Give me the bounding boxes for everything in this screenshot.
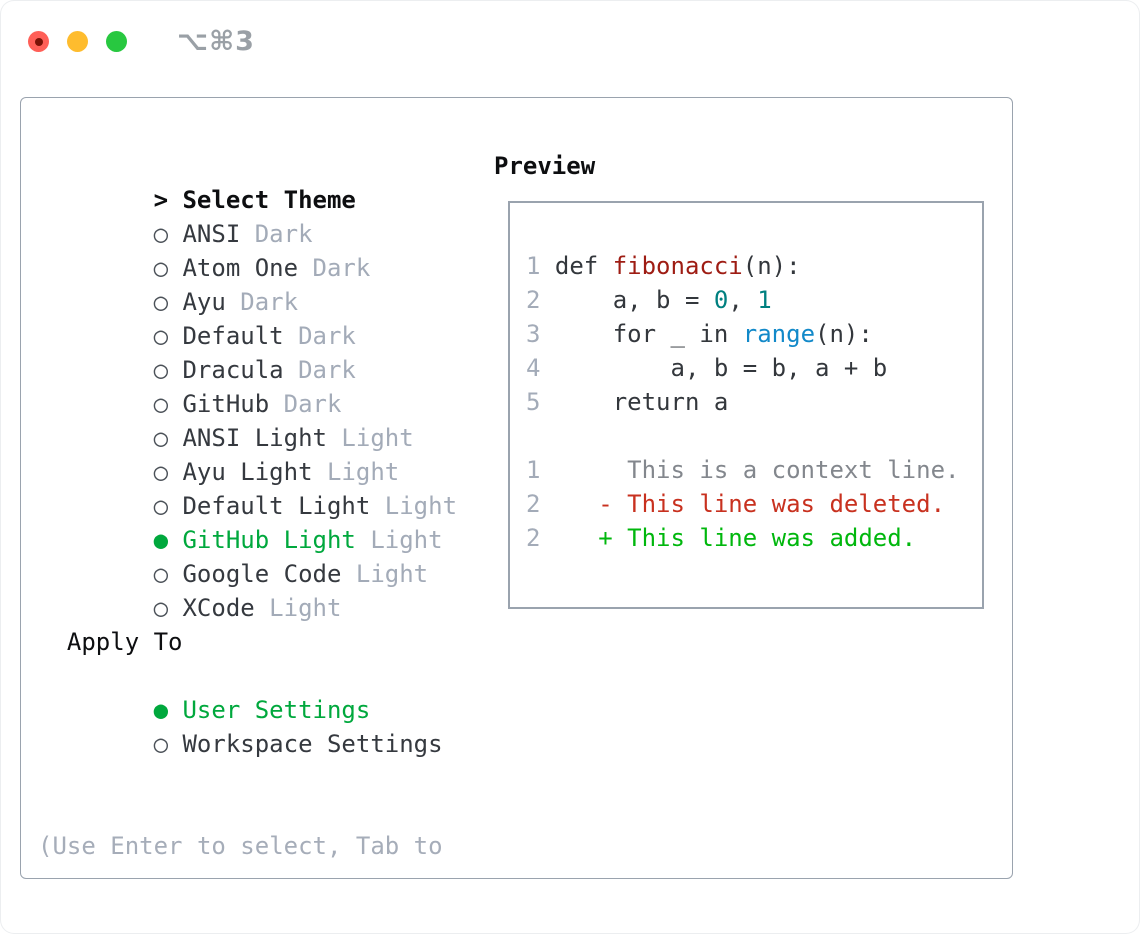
radio-icon: ○ (153, 288, 169, 316)
line-number: 5 (526, 388, 555, 416)
radio-icon: ○ (153, 390, 169, 418)
theme-tag: Light (355, 560, 429, 588)
titlebar: ⌥⌘3 (28, 26, 255, 57)
close-button[interactable] (28, 31, 49, 52)
code-line-5: 5 return a (526, 388, 729, 416)
diff-deleted-line: 2 - This line was deleted. (526, 490, 946, 518)
radio-icon: ○ (153, 356, 169, 384)
code-line-1: 1 def fibonacci(n): (526, 252, 801, 280)
theme-tag: Dark (298, 356, 356, 384)
minimize-button[interactable] (67, 31, 88, 52)
line-number: 4 (526, 354, 555, 382)
radio-selected-icon: ● (153, 526, 169, 554)
code-line-3: 3 for _ in range(n): (526, 320, 873, 348)
radio-icon: ○ (153, 220, 169, 248)
code-line-4: 4 a, b = b, a + b (526, 354, 888, 382)
select-theme-header: > Select Theme (38, 149, 493, 214)
preview-title: Preview (494, 152, 596, 180)
radio-icon: ○ (153, 424, 169, 452)
apply-option-workspace-settings[interactable]: ○Workspace Settings (38, 693, 493, 758)
radio-selected-icon: ● (153, 696, 169, 724)
theme-tag: Dark (240, 288, 299, 316)
theme-tag: Dark (312, 254, 371, 282)
code-preview: 1 def fibonacci(n): 2 a, b = 0, 1 3 for _ … (510, 203, 982, 555)
line-number: 2 (526, 524, 541, 552)
line-number: 3 (526, 320, 555, 348)
radio-icon: ○ (153, 458, 169, 486)
diff-added-line: 2 + This line was added. (526, 524, 917, 552)
line-number: 1 (526, 252, 555, 280)
preview-section: Preview 1 def fibonacci(n): 2 a, b = 0, 1… (494, 149, 999, 609)
theme-tag: Light (341, 424, 414, 452)
preview-box: 1 def fibonacci(n): 2 a, b = 0, 1 3 for _ … (508, 201, 984, 609)
theme-tag: Dark (254, 220, 313, 248)
radio-icon: ○ (153, 322, 169, 350)
prompt-icon: > (153, 186, 169, 214)
record-dot-icon (34, 37, 43, 46)
code-line-2: 2 a, b = 0, 1 (526, 286, 772, 314)
diff-context-line: 1 This is a context line. (526, 456, 960, 484)
keyboard-hint: (Use Enter to select, Tab to change focu… (38, 761, 493, 934)
apply-to-header: Apply To (66, 628, 183, 656)
line-number: 2 (526, 490, 541, 518)
line-number: 1 (526, 456, 541, 484)
apply-option-user-settings[interactable]: ●User Settings (38, 659, 493, 724)
theme-tag: Dark (298, 322, 356, 350)
blank-line (526, 419, 982, 453)
radio-icon: ○ (153, 560, 169, 588)
theme-tag: Light (269, 594, 342, 622)
theme-tag: Light (370, 526, 443, 554)
hint-line-1: (Use Enter to select, Tab to (38, 832, 443, 860)
theme-tag: Dark (283, 390, 342, 418)
theme-tag: Light (384, 492, 458, 520)
select-theme-title: Select Theme (182, 186, 356, 214)
radio-icon: ○ (153, 730, 169, 758)
window-shortcut-label: ⌥⌘3 (177, 26, 255, 57)
line-number: 2 (526, 286, 555, 314)
theme-tag: Light (326, 458, 400, 486)
maximize-button[interactable] (106, 31, 127, 52)
radio-icon: ○ (153, 254, 169, 282)
radio-icon: ○ (153, 594, 169, 622)
radio-icon: ○ (153, 492, 169, 520)
